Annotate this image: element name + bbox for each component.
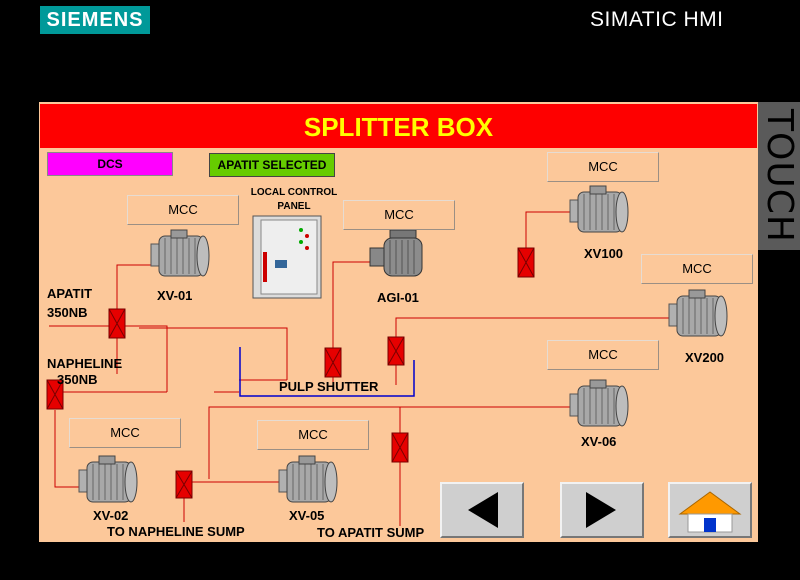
motor-label-xv200: XV200 <box>685 350 725 365</box>
valve-icon[interactable] <box>46 379 64 410</box>
apatit-label: APATIT <box>47 286 93 301</box>
mcc-button-xv02[interactable]: MCC <box>69 418 181 448</box>
mcc-button-xv06[interactable]: MCC <box>547 340 659 370</box>
mcc-button-xv200[interactable]: MCC <box>641 254 753 284</box>
motor-label-xv100: XV100 <box>584 246 624 261</box>
mcc-button-xv05[interactable]: MCC <box>257 420 369 450</box>
home-icon <box>678 491 742 533</box>
to-napheline-sump-label: TO NAPHELINE SUMP <box>107 524 245 539</box>
motor-icon[interactable] <box>569 379 629 427</box>
apatit-selected-badge: APATIT SELECTED <box>209 153 335 177</box>
napheline-size-label: 350NB <box>57 372 98 387</box>
motor-icon[interactable] <box>278 455 338 503</box>
mcc-button-xv100[interactable]: MCC <box>547 152 659 182</box>
motor-icon[interactable] <box>369 229 423 277</box>
mcc-button-xv01[interactable]: MCC <box>127 195 239 225</box>
touch-label: TOUCH <box>758 102 800 250</box>
motor-label-xv02: XV-02 <box>93 508 129 523</box>
next-screen-button[interactable] <box>560 482 644 538</box>
motor-label-agi01: AGI-01 <box>377 290 419 305</box>
home-button[interactable] <box>668 482 752 538</box>
siemens-logo: SIEMENS <box>40 6 150 34</box>
previous-screen-button[interactable] <box>440 482 524 538</box>
pipe-network <box>46 185 728 526</box>
motor-icon[interactable] <box>668 289 728 337</box>
mcc-button-agi01[interactable]: MCC <box>343 200 455 230</box>
motor-label-xv01: XV-01 <box>157 288 193 303</box>
local-control-panel-label: LOCAL CONTROL PANEL <box>244 186 344 214</box>
motor-icon[interactable] <box>150 229 210 277</box>
motor-icon[interactable] <box>78 455 138 503</box>
brand-label: SIMATIC HMI <box>590 8 724 31</box>
left-arrow-icon <box>468 492 498 528</box>
hmi-screen: SPLITTER BOX DCS APATIT SELECTED <box>39 102 758 542</box>
valve-icon[interactable] <box>175 470 193 499</box>
touch-text: TOUCH <box>759 109 800 243</box>
lcp-label-line2: PANEL <box>277 201 311 212</box>
page-title: SPLITTER BOX <box>40 104 757 148</box>
valve-icon[interactable] <box>387 336 405 366</box>
valve-icon[interactable] <box>391 432 409 463</box>
napheline-label: NAPHELINE <box>47 356 123 371</box>
motor-label-xv05: XV-05 <box>289 508 325 523</box>
motor-label-xv06: XV-06 <box>581 434 617 449</box>
valve-icon[interactable] <box>108 308 126 339</box>
lcp-label-line1: LOCAL CONTROL <box>250 187 338 198</box>
valve-icon[interactable] <box>517 247 535 278</box>
right-arrow-icon <box>586 492 616 528</box>
valve-icon[interactable] <box>324 347 342 378</box>
control-panel-icon[interactable] <box>252 215 322 299</box>
motor-icon[interactable] <box>569 185 629 233</box>
apatit-size-label: 350NB <box>47 305 88 320</box>
to-apatit-sump-label: TO APATIT SUMP <box>317 525 425 540</box>
dcs-badge[interactable]: DCS <box>47 152 173 176</box>
pulp-shutter-label: PULP SHUTTER <box>279 379 379 394</box>
